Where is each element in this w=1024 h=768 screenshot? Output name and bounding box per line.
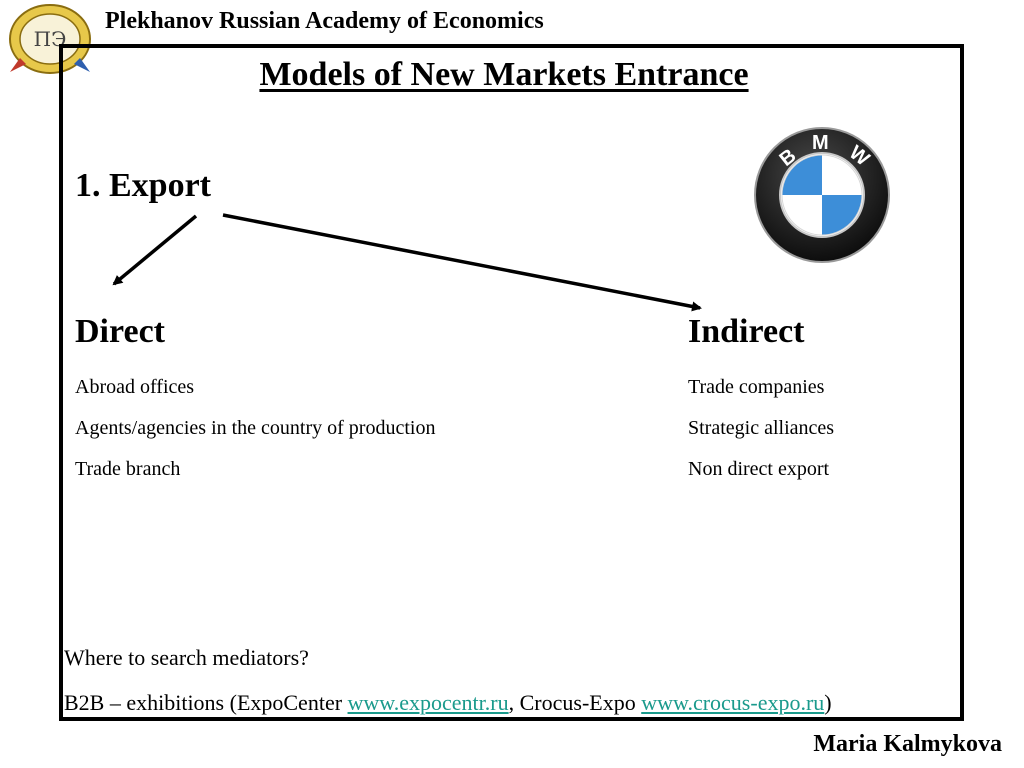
- content-frame: [59, 44, 964, 721]
- list-item: Agents/agencies in the country of produc…: [75, 417, 436, 439]
- b2b-middle: , Crocus-Expo: [508, 690, 642, 715]
- expocentr-link[interactable]: www.expocentr.ru: [347, 690, 509, 715]
- list-item: Non direct export: [688, 458, 830, 480]
- b2b-exhibitions-text: B2B – exhibitions (ExpoCenter www.expoce…: [64, 690, 832, 716]
- author-name: Maria Kalmykova: [813, 731, 1002, 757]
- direct-list: Abroad offices Agents/agencies in the co…: [75, 375, 435, 498]
- list-item: Strategic alliances: [688, 417, 835, 439]
- list-item: Trade companies: [688, 376, 825, 398]
- svg-text:M: M: [812, 132, 829, 154]
- bmw-logo-icon: B M W: [754, 127, 890, 263]
- b2b-prefix: B2B – exhibitions (ExpoCenter: [64, 690, 348, 715]
- slide-title: Models of New Markets Entrance: [259, 56, 749, 93]
- organization-name: Plekhanov Russian Academy of Economics: [105, 8, 544, 34]
- crocus-expo-link[interactable]: www.crocus-expo.ru: [641, 690, 825, 715]
- indirect-list: Trade companies Strategic alliances Non …: [688, 375, 834, 498]
- export-heading: 1. Export: [75, 167, 211, 204]
- list-item: Abroad offices: [75, 376, 195, 398]
- direct-heading: Direct: [75, 313, 165, 350]
- b2b-suffix: ): [824, 690, 832, 715]
- list-item: Trade branch: [75, 458, 181, 480]
- indirect-heading: Indirect: [688, 313, 805, 350]
- mediators-question: Where to search mediators?: [64, 645, 309, 670]
